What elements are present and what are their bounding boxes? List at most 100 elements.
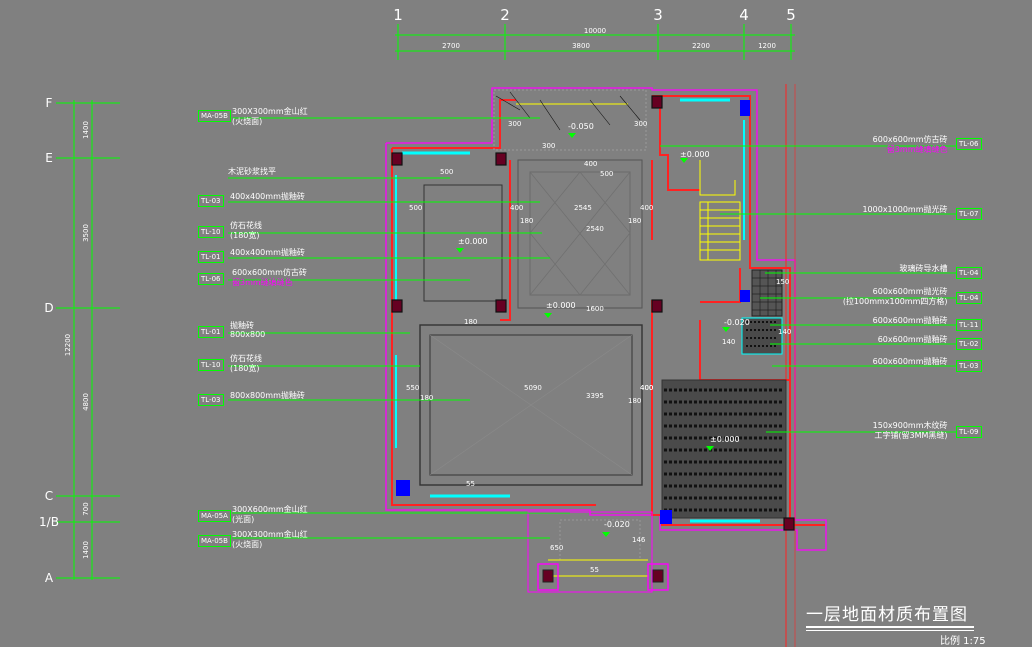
plan-dim: 180 [628, 217, 642, 225]
axis-label-C: C [45, 489, 53, 503]
plan-dim: 2545 [574, 204, 592, 212]
callout-text: 600x600mm抛光砖 [872, 287, 948, 296]
room-living [419, 324, 643, 486]
plan-dim: 400 [640, 384, 654, 392]
plan-dim: 300 [508, 120, 522, 128]
level-label: -0.050 [568, 122, 594, 131]
dim-total: 10000 [584, 27, 606, 35]
plan-dim: 2540 [586, 225, 604, 233]
structural-columns [391, 95, 795, 531]
plan-dim: 140 [722, 338, 736, 346]
level-label: ±0.000 [680, 150, 710, 159]
axis-label-F: F [46, 96, 53, 110]
plan-dim: 5090 [524, 384, 542, 392]
callout-text: 400x400mm抛釉砖 [230, 192, 305, 201]
plan-dim: 500 [440, 168, 454, 176]
axis-label-5: 5 [786, 6, 796, 24]
plan-dim: 500 [600, 170, 614, 178]
callout-text: 300X300mm金山红 [232, 530, 308, 539]
callout-text2: 工字铺(留3MM黑缝) [874, 431, 948, 440]
callout-text2: 留3mm缝填缝色 [232, 278, 293, 287]
callout-tag: TL-03 [956, 360, 982, 372]
axis-label-3: 3 [653, 6, 663, 24]
grid-axis-left [56, 100, 120, 580]
callout-right-5: TL-11 600x600mm抛釉砖 [873, 316, 982, 331]
callout-right-3: TL-04 玻璃砖导水槽 [900, 264, 982, 279]
callout-text: 1000x1000mm抛光砖 [862, 205, 948, 214]
room-wood-floor [661, 379, 787, 519]
callout-text: 仿石花线 [230, 354, 262, 363]
callout-text: 600x600mm仿古砖 [232, 268, 307, 277]
axis-label-1: 1 [393, 6, 403, 24]
axis-label-A: A [45, 571, 54, 585]
plan-dim: 550 [406, 384, 420, 392]
building-outline [385, 84, 827, 647]
plan-dim: 180 [420, 394, 434, 402]
dim-left-seg-5: 1400 [82, 541, 90, 559]
plan-dim: 400 [640, 384, 654, 392]
room-left-upper [423, 184, 503, 302]
callout-right-6: TL-02 60x600mm抛釉砖 [878, 335, 982, 350]
plan-dim: 146 [632, 536, 646, 544]
blue-corner-markers [396, 100, 750, 524]
callout-tag: TL-04 [956, 292, 982, 304]
plan-dim: 3395 [586, 392, 604, 400]
callout-tag: TL-01 [198, 326, 224, 338]
callout-tag: TL-06 [956, 138, 982, 150]
level-label: ±0.000 [546, 301, 576, 310]
title-underline [806, 626, 974, 628]
callout-left-10: MA-05A 300X600mm金山红 (光面) [198, 505, 308, 524]
callout-tag: TL-01 [198, 251, 224, 263]
drawing-scale: 比例 1:75 [940, 636, 986, 647]
plan-dim: 650 [550, 544, 564, 552]
callout-tag: TL-10 [198, 226, 224, 238]
callout-text: 仿石花线 [230, 221, 262, 230]
callout-text2: (180宽) [230, 364, 260, 373]
plan-dim: 140 [778, 328, 792, 336]
plan-dim: 500 [409, 204, 423, 212]
dim-left-seg-4: 700 [82, 502, 90, 515]
plan-dim: 55 [466, 480, 475, 488]
level-label: -0.020 [604, 520, 630, 529]
level-label: -0.020 [724, 318, 750, 327]
callout-text: 800x800mm抛釉砖 [230, 391, 305, 400]
dim-seg-4: 1200 [758, 42, 776, 50]
plan-dim: 1600 [586, 305, 604, 313]
level-label: ±0.000 [458, 237, 488, 246]
room-bathroom [741, 269, 783, 355]
plan-dim: 400 [640, 204, 654, 212]
dim-seg-3: 2200 [692, 42, 710, 50]
plan-dim: 300 [634, 120, 648, 128]
callout-text2: 800x800 [230, 330, 266, 339]
callout-tag: TL-10 [198, 359, 224, 371]
callout-left-4: TL-10 仿石花线 (180宽) [198, 221, 262, 240]
callout-text2: (火烧面) [232, 117, 263, 126]
callout-right-4: TL-04 600x600mm抛光砖 (拉100mmx100mm四方格) [843, 287, 982, 306]
callout-text2: (180宽) [230, 231, 260, 240]
callout-tag: TL-02 [956, 338, 982, 350]
axis-label-2: 2 [500, 6, 510, 24]
callout-tag: TL-06 [198, 273, 224, 285]
callout-tag: TL-07 [956, 208, 982, 220]
callout-tag: TL-03 [198, 195, 224, 207]
callout-text2: (火烧面) [232, 540, 263, 549]
callout-text: 60x600mm抛釉砖 [877, 335, 948, 344]
level-label: ±0.000 [710, 435, 740, 444]
callout-tag: TL-04 [956, 267, 982, 279]
plan-dim: 180 [628, 397, 642, 405]
callout-right-2: TL-07 1000x1000mm抛光砖 [862, 205, 982, 220]
room-center-hall [517, 159, 643, 309]
callout-text2: (光面) [232, 515, 255, 524]
grid-axis-top [395, 24, 795, 60]
plan-dim: 400 [510, 204, 524, 212]
dim-seg-1: 2700 [442, 42, 460, 50]
callout-text: 抛釉砖 [230, 321, 254, 330]
left-dimension-text: 12200 1400 3500 4800 700 1400 [64, 121, 90, 559]
dim-left-seg-2: 3500 [82, 224, 90, 242]
dim-seg-2: 3800 [572, 42, 590, 50]
callout-text: 600x600mm抛釉砖 [872, 316, 948, 325]
callout-left-5: TL-01 400x400mm抛釉砖 [198, 248, 305, 263]
callout-text2: 留3mm缝填缝色 [886, 145, 948, 154]
callout-text: 木泥砂浆找平 [228, 167, 276, 176]
